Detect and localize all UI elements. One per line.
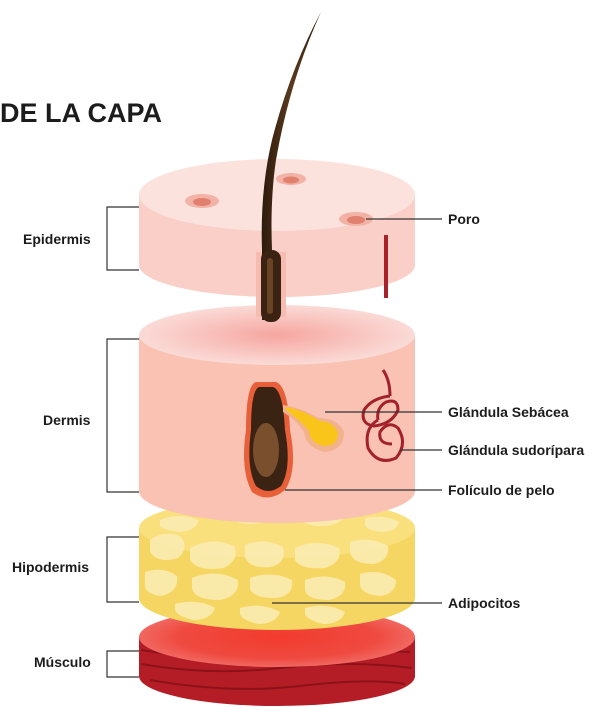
label-sweat-gland: Glándula sudorípara (448, 442, 584, 458)
label-adipocytes: Adipocitos (448, 595, 520, 611)
label-sebaceous-gland: Glándula Sebácea (448, 404, 569, 420)
label-dermis: Dermis (43, 412, 90, 428)
diagram-title: DE LA CAPA (0, 98, 162, 129)
label-epidermis: Epidermis (23, 231, 91, 247)
label-hair-follicle: Folículo de pelo (448, 482, 555, 498)
layer-brackets (107, 207, 139, 677)
label-pore: Poro (448, 211, 480, 227)
hair-follicle (244, 382, 293, 498)
label-muscle: Músculo (34, 654, 91, 670)
label-hypodermis: Hipodermis (12, 559, 89, 575)
